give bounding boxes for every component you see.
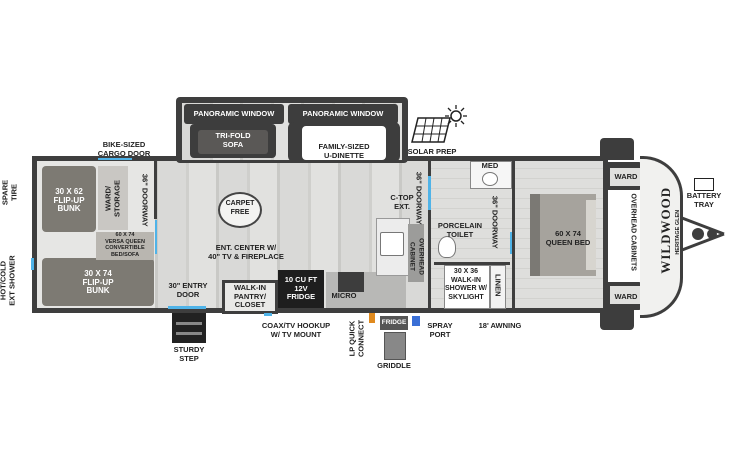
mid-doorway-marker <box>428 176 431 210</box>
walk-in-shower <box>444 265 490 309</box>
battery-tray-label: BATTERY TRAY <box>686 191 722 209</box>
rear-doorway-label: 36" DOORWAY <box>140 173 150 227</box>
battery-icon <box>694 178 714 191</box>
c-top-ext-label: C-TOP EXT. <box>390 193 414 211</box>
lp-quick-label: LP QUICK CONNECT <box>347 319 366 358</box>
sun-icon <box>445 105 467 127</box>
stove-cooktop <box>338 272 364 292</box>
fridge-12v <box>278 270 324 308</box>
bike-cargo-door-label: BIKE-SIZED CARGO DOOR <box>97 140 151 158</box>
kitchen-sink <box>380 232 404 256</box>
spare-tire-label: SPARE TIRE <box>0 179 19 206</box>
ward-storage-label: WARD/ STORAGE <box>103 180 122 217</box>
fridge-ext-box <box>380 316 408 330</box>
lp-quick-connect <box>369 313 375 323</box>
queen-bed-label: 60 X 74 QUEEN BED <box>545 229 591 247</box>
coax-marker <box>264 313 272 316</box>
flip-up-bunk-bottom <box>42 258 154 306</box>
panoramic-window-left-label: PANORAMIC WINDOW <box>193 109 275 118</box>
versa-queen-label: 60 X 74 VERSA QUEEN CONVERTIBLE BED/SOFA <box>105 232 145 258</box>
fridge-12v-label: 10 CU FT 12V FRIDGE <box>284 275 318 301</box>
ward-storage <box>98 166 128 230</box>
tri-fold-sofa-label: TRI-FOLD SOFA <box>215 131 251 149</box>
overhead-cabinet <box>408 224 424 282</box>
bath-wall-right <box>512 161 515 308</box>
wall-right <box>603 156 608 313</box>
u-dinette-label: FAMILY-SIZED U-DINETTE <box>318 142 370 160</box>
ent-center-label: ENT. CENTER W/ 40" TV & FIREPLACE <box>208 243 284 261</box>
wall-bottom <box>32 308 608 313</box>
mid-doorway-label: 36" DOORWAY <box>414 171 424 225</box>
wall-top-mid <box>400 156 608 161</box>
ext-shower-marker <box>31 258 34 270</box>
solar-panel-icon <box>411 117 451 143</box>
bunk-room-wall <box>154 161 157 219</box>
panoramic-window-left-frame <box>184 104 284 124</box>
wardrobe-top-inner <box>610 168 640 186</box>
spray-port-label: SPRAY PORT <box>427 321 453 339</box>
awning-label: 18' AWNING <box>478 321 522 330</box>
micro-label: MICRO <box>331 291 357 300</box>
entry-door-marker <box>168 306 206 309</box>
sturdy-step <box>172 313 206 343</box>
u-dinette-table <box>302 126 386 160</box>
solar-prep-label: SOLAR PREP <box>407 147 457 156</box>
wall-left <box>32 156 37 313</box>
linen-label: LINEN <box>493 274 503 297</box>
med-label: MED <box>481 161 499 170</box>
wardrobe-top-label: WARD <box>614 172 638 181</box>
front-cap <box>640 156 683 318</box>
linen-closet <box>490 265 506 309</box>
overhead-cabinet-label: OVERHEAD CABINET <box>409 238 425 275</box>
panoramic-window-right-frame <box>288 104 398 124</box>
fridge-ext-label: FRIDGE <box>381 319 407 326</box>
hot-cold-shower-label: HOT/COLD EXT SHOWER <box>0 255 16 306</box>
cargo-door-marker <box>98 158 132 160</box>
panoramic-window-right-label: PANORAMIC WINDOW <box>302 109 384 118</box>
sturdy-step-tread-2 <box>176 332 202 335</box>
flip-up-bunk-bottom-label: 30 X 74 FLIP-UP BUNK <box>82 269 114 295</box>
sturdy-step-tread <box>176 322 202 325</box>
walk-in-shower-label: 30 X 36 WALK-IN SHOWER W/ SKYLIGHT <box>445 268 487 301</box>
wardrobe-bottom-inner <box>610 286 640 304</box>
coax-tv-label: COAX/TV HOOKUP W/ TV MOUNT <box>261 321 331 339</box>
griddle <box>384 332 406 360</box>
carpet-free-badge-icon <box>218 192 262 228</box>
spray-port-marker <box>412 316 420 326</box>
front-slide-bottom <box>600 310 634 330</box>
carpet-free-label: CARPET FREE <box>225 200 255 216</box>
bath-doorway-label: 36" DOORWAY <box>490 195 500 249</box>
queen-bed-pillow <box>586 200 596 270</box>
rear-doorway-marker <box>155 220 157 254</box>
bath-sink <box>482 172 498 186</box>
entry-door-label: 30" ENTRY DOOR <box>168 281 208 299</box>
overhead-cabinets-label: OVERHEAD CABINETS <box>629 193 637 271</box>
hitch-icon <box>681 216 725 252</box>
porcelain-toilet <box>438 236 456 258</box>
front-slide-top <box>600 138 634 160</box>
wardrobe-bottom-label: WARD <box>614 292 638 301</box>
walk-in-pantry <box>222 280 278 314</box>
bath-wall-mid <box>434 262 510 265</box>
sturdy-step-label: STURDY STEP <box>173 345 205 363</box>
porcelain-toilet-label: PORCELAIN TOILET <box>437 221 483 239</box>
walk-in-pantry-label: WALK-IN PANTRY/ CLOSET <box>233 283 267 309</box>
griddle-label: GRIDDLE <box>377 361 411 370</box>
sofa-cushion <box>198 130 268 154</box>
bath-wall-left <box>428 161 431 308</box>
flip-up-bunk-top-label: 30 X 62 FLIP-UP BUNK <box>53 187 85 213</box>
brand-logo: WILDWOOD <box>657 186 673 274</box>
flip-up-bunk-top <box>42 166 96 232</box>
bath-doorway-marker <box>510 232 513 254</box>
versa-queen-bed <box>96 232 154 260</box>
